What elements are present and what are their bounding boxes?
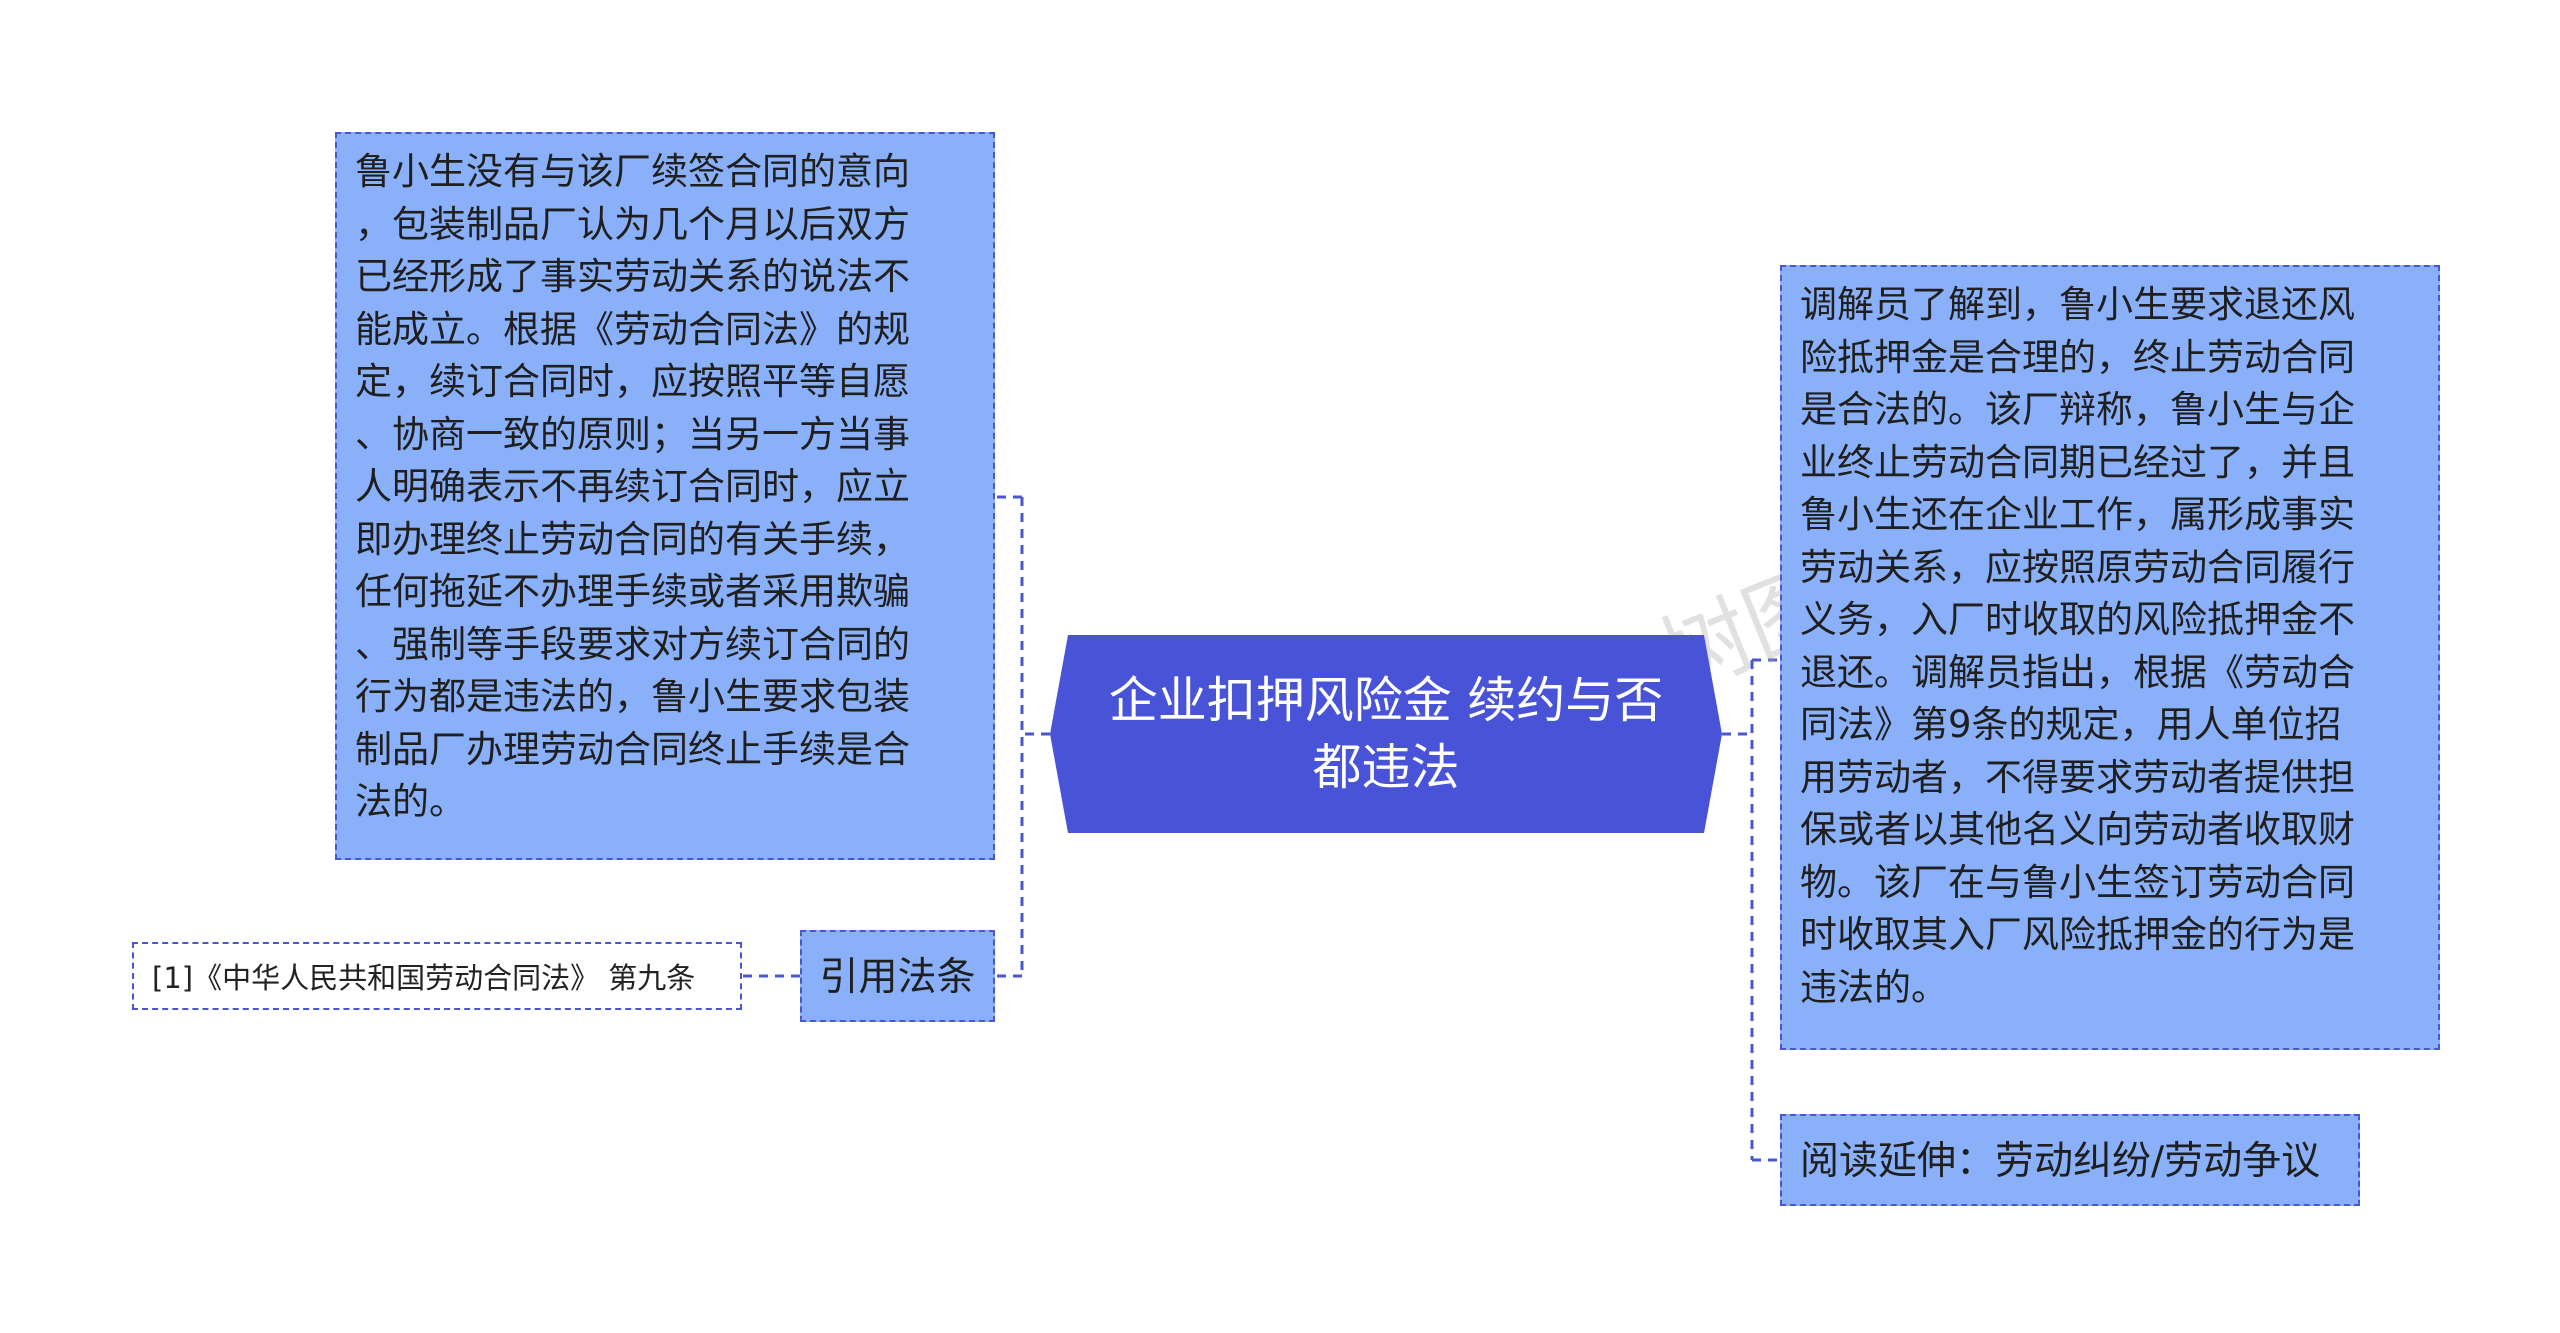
central-topic[interactable]: 企业扣押风险金 续约与否都违法 bbox=[1050, 635, 1722, 833]
left-topic-text: 鲁小生没有与该厂续签合同的意向 ，包装制品厂认为几个月以后双方 已经形成了事实劳… bbox=[355, 150, 910, 823]
citation-reference[interactable]: [1]《中华人民共和国劳动合同法》 第九条 bbox=[132, 942, 742, 1010]
right-topic-text: 调解员了解到，鲁小生要求退还风 险抵押金是合理的，终止劳动合同 是合法的。该厂辩… bbox=[1800, 283, 2355, 1009]
reading-extension-label: 阅读延伸：劳动纠纷/劳动争议 bbox=[1800, 1139, 2321, 1184]
central-topic-shape bbox=[1050, 635, 1722, 833]
citation-label: 引用法条 bbox=[819, 955, 976, 1000]
left-topic-node[interactable]: 鲁小生没有与该厂续签合同的意向 ，包装制品厂认为几个月以后双方 已经形成了事实劳… bbox=[335, 132, 995, 860]
citation-node[interactable]: 引用法条 bbox=[800, 930, 995, 1022]
right-topic-node[interactable]: 调解员了解到，鲁小生要求退还风 险抵押金是合理的，终止劳动合同 是合法的。该厂辩… bbox=[1780, 265, 2440, 1050]
reading-extension-node[interactable]: 阅读延伸：劳动纠纷/劳动争议 bbox=[1780, 1114, 2360, 1206]
central-topic-label: 企业扣押风险金 续约与否都违法 bbox=[1108, 672, 1664, 796]
citation-reference-text: [1]《中华人民共和国劳动合同法》 第九条 bbox=[152, 961, 696, 995]
